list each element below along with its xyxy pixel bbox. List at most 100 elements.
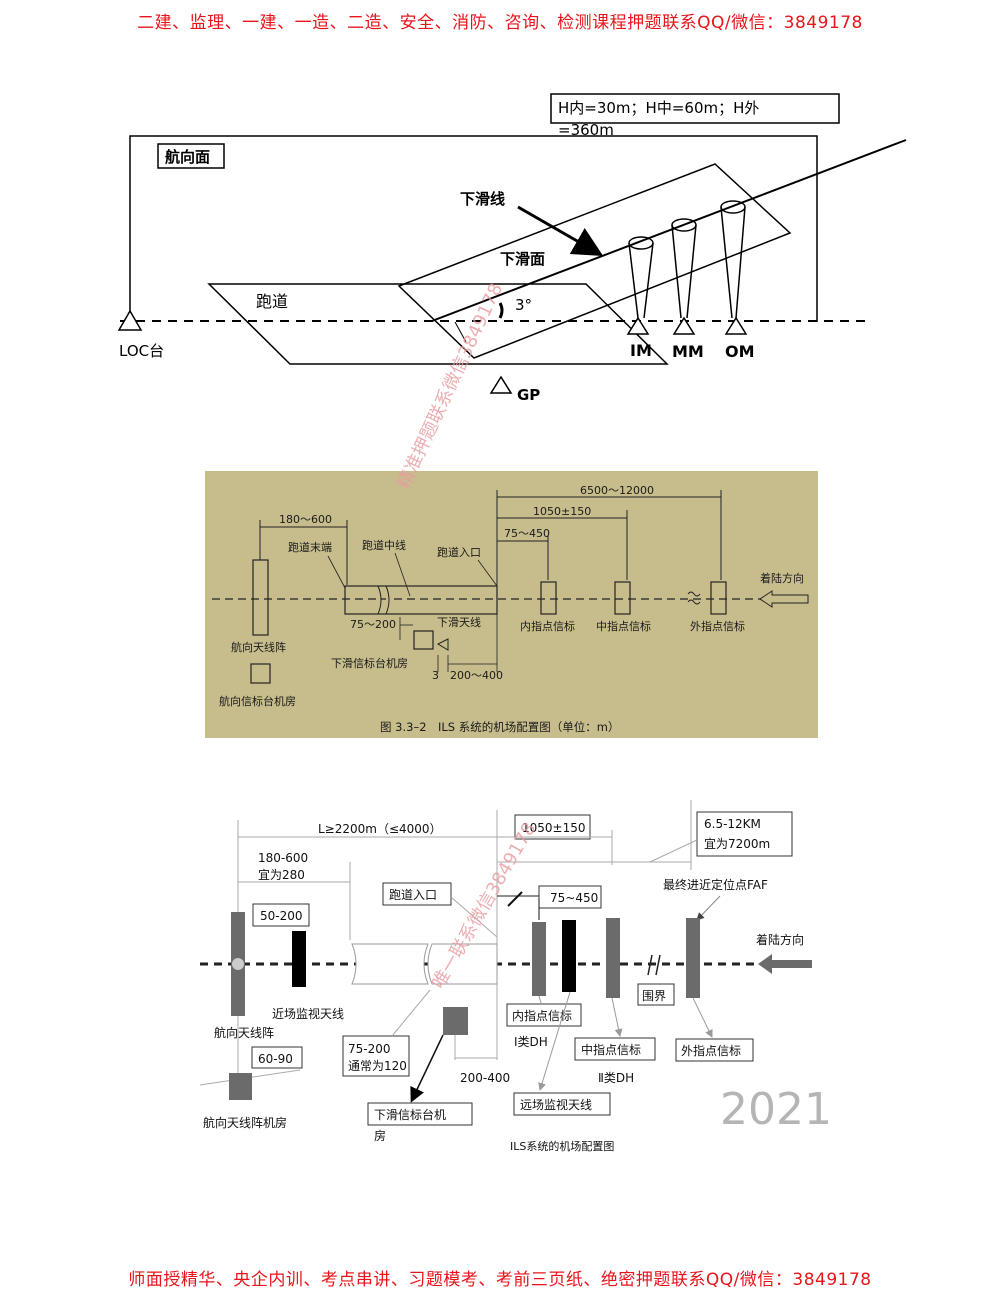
bottom-banner: 师面授精华、央企内训、考点串讲、习题模考、考前三页纸、绝密押题联系QQ/微信：3… [128,1270,872,1290]
fig1-gp-tick [454,321,467,343]
fig1-im-cone [628,236,654,319]
fig3-airport-layout: L≥2200m（≤4000） 1050±150 6.5-12KM 宜为7200m… [199,800,832,1153]
fig3-cat1-label: Ⅰ类DH [514,1035,548,1049]
fig1-ils-3d-diagram: H内=30m；H中=60m；H外 =360m 航向面 跑道 下滑面 下滑线 3° [117,93,907,404]
fig1-course-plane-outline [129,135,818,322]
fig1-heights-line2: =360m [558,121,614,139]
fig3-dim-faf-box [696,811,793,857]
fig3-far-monitor-label: 远场监视天线 [520,1097,592,1112]
fig1-om-triangle [724,316,748,335]
fig3-middle-marker-box [574,1037,656,1061]
fig3-inner-marker-box [506,1003,582,1027]
fig3-loc-array-label: 航向天线阵 [214,1025,274,1040]
fig3-outer-marker-box [675,1038,754,1062]
fig3-threshold-box [382,882,452,906]
fig3-dim-6-5-12-l1: 6.5-12KM [704,817,761,831]
fig2-middle-marker [614,581,631,615]
fig3-loc-room [229,1073,252,1100]
fig2-dim-1050-label: 1050±150 [533,505,591,518]
fig2-runway-threshold-label: 跑道入口 [437,545,481,559]
fig2-glide-room-label: 下滑信标台机房 [331,656,408,670]
fig2-runway-centerline-label: 跑道中线 [362,538,406,552]
fig1-loc-triangle [117,309,143,331]
fig3-75-450-label: 75~450 [550,891,598,905]
fig3-near-monitor [292,931,306,987]
fig1-gp-label: GP [517,386,540,404]
fig3-loc-center [232,958,244,970]
fig1-heights-line1: H内=30m；H中=60m；H外 [558,99,759,117]
fig3-caption: ILS系统的机场配置图 [510,1139,614,1153]
fig3-landing-dir-label: 着陆方向 [756,932,804,947]
fig1-runway [207,283,669,365]
fig1-mm-triangle [672,316,696,335]
fig3-middle-marker-label: 中指点信标 [581,1042,641,1057]
fig1-heights-box [550,93,840,124]
fig3-60-90-label: 60-90 [258,1052,293,1066]
fig1-angle-label: 3° [515,296,532,314]
fig2-dim-75-450-label: 75～450 [504,527,550,540]
fig1-im-label: IM [630,341,652,360]
fig2-glide-room-box [413,630,434,650]
fig3-year: 2021 [720,1084,832,1135]
fig3-far-monitor-box [513,1092,611,1116]
fig3-dim-180-l2: 宜为280 [258,867,305,882]
fig1-runway-label: 跑道 [256,292,288,311]
fig3-glide-room-box [367,1102,473,1126]
fig3-50-200-box [252,903,310,927]
fig2-loc-array [252,559,269,636]
fig3-75-200-l2: 通常为120 [348,1059,407,1073]
fig3-runway-left [351,943,429,985]
fig2-loc-array-label: 航向天线阵 [231,640,286,654]
fig3-dim-1050-box [514,814,591,840]
fig3-outer-marker-label: 外指点信标 [681,1043,741,1058]
fig3-outer-marker [686,918,700,998]
fig3-75-200-l1: 75-200 [348,1042,391,1056]
fig3-landing-arrow [758,954,812,974]
fig1-om-cone [720,200,746,319]
fig1-glide-plane-label: 下滑面 [500,250,545,268]
fig1-mm-label: MM [672,342,704,361]
fig3-boundary-box [637,983,675,1006]
fig1-glide-line [431,139,907,322]
fig1-angle-arc [498,302,504,319]
fig1-glide-plane [397,163,792,359]
fig2-landing-arrow [759,590,809,608]
fig2-loc-room-label: 航向信标台机房 [219,694,296,708]
fig3-inner-marker [532,922,546,996]
fig1-im-triangle [626,316,650,335]
fig3-cat2-label: Ⅱ类DH [598,1071,634,1085]
fig3-dim-L-label: L≥2200m（≤4000） [318,822,442,836]
fig3-threshold-label: 跑道入口 [389,888,437,902]
fig1-mm-cone [671,218,697,319]
fig2-background [205,471,818,738]
fig1-course-plane-box [157,143,225,169]
fig2-dim-3-label: 3 [432,669,439,682]
fig2-landing-dir-label: 着陆方向 [760,571,804,585]
fig3-200-400-label: 200-400 [460,1071,510,1085]
fig2-airport-layout: 180～600 6500～12000 1050±150 75～450 跑道末端 … [212,484,810,734]
fig3-faf-label: 最终进近定位点FAF [663,877,768,892]
fig3-dim-1050-label: 1050±150 [522,821,586,835]
fig1-gp-triangle [489,375,513,394]
fig3-glide-room [443,1007,468,1035]
fig1-glide-line-label: 下滑线 [460,190,505,208]
fig3-boundary-label: 围界 [642,989,666,1003]
fig2-outer-marker [710,581,727,615]
fig3-runway-right [427,943,498,985]
fig2-runway-end-label: 跑道末端 [288,540,332,554]
fig3-glide-room-l1: 下滑信标台机 [374,1107,446,1122]
fig3-glide-room-l2: 房 [374,1128,386,1143]
fig1-course-plane-label: 航向面 [165,148,210,166]
fig3-inner-marker-label: 内指点信标 [512,1008,572,1023]
fig2-loc-room-box [250,663,271,684]
fig2-middle-marker-label: 中指点信标 [596,619,651,633]
fig2-glide-antenna [436,638,449,651]
fig1-om-label: OM [725,342,755,361]
fig3-middle-marker [606,918,620,998]
fig3-50-200-label: 50-200 [260,909,303,923]
fig2-dim-180-600-label: 180～600 [279,513,332,526]
fig2-dim-200-400-label: 200～400 [450,669,503,682]
fig3-75-200-box [342,1035,410,1077]
fig1-loc-label: LOC台 [119,342,164,360]
